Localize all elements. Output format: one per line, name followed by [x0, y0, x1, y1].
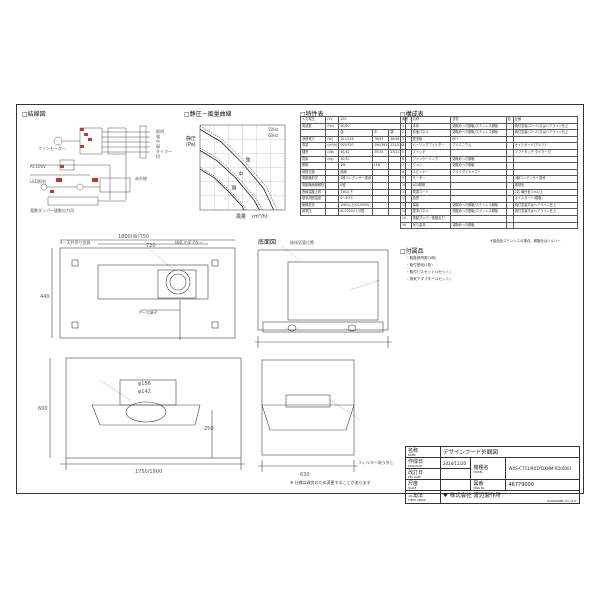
wiring-label-motor: ファンモーター	[38, 145, 66, 151]
bottom-view-outline	[257, 249, 389, 331]
chart-legend-50: 50Hz	[268, 127, 278, 132]
chart-series-2	[199, 168, 245, 211]
parts-note: ※製品色ステンレスの場合、樹脂色はシルバー	[490, 239, 561, 243]
chart-title: □静圧－風量曲線	[184, 111, 232, 118]
tb-name-value: デザインフード外観図	[440, 446, 580, 458]
label-adapter: 排気アダプター	[175, 239, 203, 245]
chart-series-0-60hz	[199, 125, 278, 211]
dim-height: 600	[38, 406, 48, 412]
dim-250: 250	[204, 426, 214, 432]
label-filter: フィルター取り外し	[358, 459, 394, 465]
bottom-view-title: 底面図	[258, 239, 277, 246]
chart-series-label-0: 強	[246, 156, 251, 163]
dim-depth: 440	[40, 294, 50, 300]
maker-logo-icon: ♥	[443, 493, 448, 499]
wiring-label-ac: AC100V	[30, 164, 46, 169]
chart-legend-60: 60Hz	[268, 133, 278, 138]
wiring-label-ir: 赤外線	[135, 175, 147, 181]
accessories-title: □付属品	[400, 248, 424, 255]
tb-maker-value: ♥ 株式会社 渡辺製作所 WATANABE CO.,LTD.	[440, 490, 580, 504]
wiring-title: □結線図	[22, 111, 46, 118]
front-view-outline	[65, 357, 242, 459]
footer-note: ※ 仕様は改良のため変更することがあります	[290, 480, 371, 485]
chart-xlabel: 風量	[236, 213, 246, 220]
parts-title: □構成表	[400, 111, 424, 118]
tb-model-value: WXS-C751/901YDXHM RD(600)	[505, 457, 580, 480]
dim-top-width: 1800(W)750	[118, 234, 149, 240]
label-earth: アース端子	[138, 309, 158, 315]
top-view-duct	[165, 269, 191, 295]
dim-bottom-width: 1750/1900	[135, 469, 162, 475]
dim-side-depth: 630	[300, 472, 310, 478]
chart-series-2-60hz	[199, 167, 247, 211]
spec-row: 時間交換連続	[299, 168, 406, 177]
dim-duct2: φ142	[138, 389, 151, 395]
chart-series-label-1: 中	[238, 171, 243, 178]
accessory-2: ・取付型紙(1枚)	[406, 263, 433, 267]
tb-drawing-value: 46779000	[505, 479, 580, 491]
capacitor-block	[79, 127, 103, 155]
chart-series-0	[199, 128, 275, 211]
wiring-label-led: LED照明	[30, 179, 46, 184]
accessory-3: ・取付ビスセット(1セット)	[406, 270, 451, 274]
chart-series-1-60hz	[199, 147, 263, 211]
dim-duct1: φ156	[138, 381, 151, 387]
top-view-outline	[59, 247, 236, 339]
wiring-label-off: 切	[156, 153, 160, 159]
spec-title: □特性表	[300, 111, 324, 118]
wiring-label-timer: タイマー	[156, 148, 172, 154]
parts-cell: 溶融めっき鋼板	[450, 221, 507, 230]
chart-yunit: (Pa)	[186, 142, 196, 148]
label-hanger: 4－天井吊り金具	[60, 239, 91, 245]
wiring-label-damper: 電動ダンパー連動出力用	[30, 207, 74, 213]
chart-xunit: (m³/h)	[252, 214, 268, 220]
chart-series-1	[199, 150, 260, 211]
accessory-4: ・排気アダプター(1セット)	[406, 277, 451, 281]
wiring-label-low: 弱	[156, 143, 160, 149]
wiring-label-high: 強	[156, 133, 160, 139]
chart-series-label-2: 弱	[231, 185, 236, 191]
label-intake: 給排気管位置	[290, 239, 314, 245]
dim-top-inner: 720	[146, 243, 156, 249]
wiring-label-mid: 中	[156, 138, 160, 144]
parts-cell	[512, 221, 579, 230]
tb-date-value: 2024/11/20	[439, 457, 472, 469]
side-view-outline	[261, 359, 355, 456]
parts-cell	[505, 221, 514, 230]
spec-cell: 耐電圧	[299, 208, 327, 216]
accessory-1: ・取扱説明書(1冊)	[406, 256, 437, 260]
chart-ylabel: 静圧	[186, 135, 196, 142]
chart-frame	[199, 124, 286, 211]
wiring-label-light: 照明	[156, 129, 164, 134]
spec-cell	[325, 208, 340, 216]
